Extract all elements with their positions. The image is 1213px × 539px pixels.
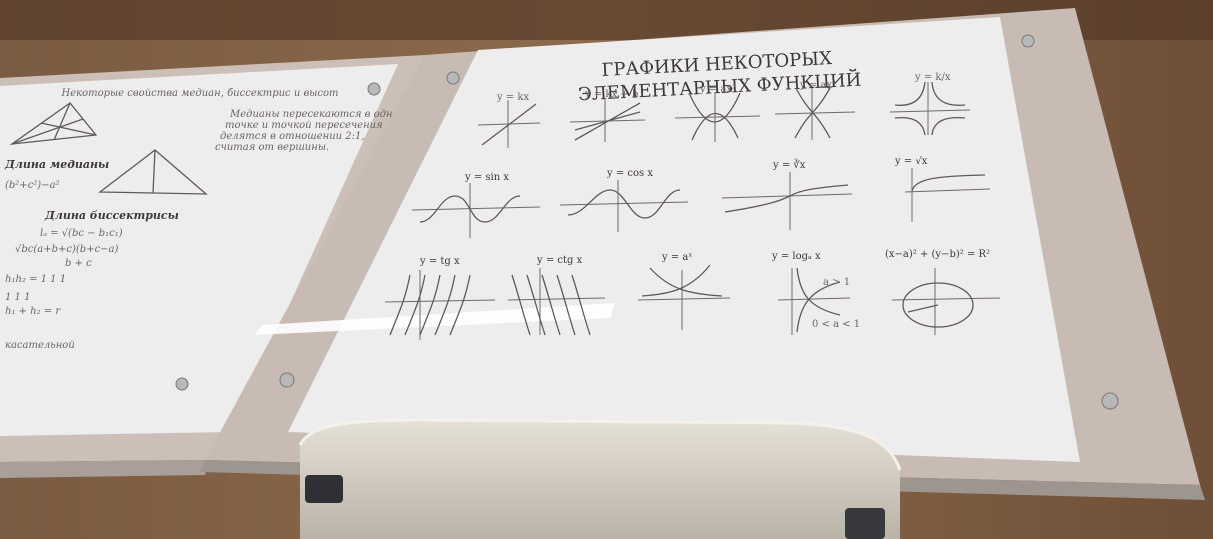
label-circle: (x−a)² + (y−b)² = R² [885, 249, 990, 260]
graph-ctg [507, 268, 606, 336]
graph-sin [411, 183, 541, 238]
bisector-formula: 1 1 1 [5, 292, 30, 303]
label-cos: y = cos x [606, 168, 653, 179]
graph-linear-shifted: y = kx + b [569, 89, 646, 142]
graph-parabola: y = ax² [674, 84, 761, 142]
graph-cos [559, 180, 689, 232]
right-panel: ГРАФИКИ НЕКОТОРЫХ ЭЛЕМЕНТАРНЫХ ФУНКЦИЙ y… [200, 8, 1205, 500]
label-tg: y = tg x [419, 256, 460, 267]
glass-glare [255, 303, 615, 335]
stand-latch [305, 475, 343, 503]
tangent-label: касательной [5, 340, 75, 351]
right-panel-screw [1021, 34, 1035, 48]
svg-text:y = ax³: y = ax³ [799, 80, 836, 91]
right-panel-screw [279, 372, 295, 388]
graph-cbrt [721, 172, 853, 230]
bisector-formula: h₁ + h₂ = r [5, 306, 61, 317]
graph-linear: y = kx [477, 92, 541, 148]
bisector-formula: b + c [65, 258, 92, 269]
median-formula: (b²+c²)−a² [5, 180, 60, 191]
median-text-line: делятся в отношении 2:1, [220, 131, 365, 142]
svg-text:y = ax²: y = ax² [699, 84, 736, 95]
stand-latch [845, 508, 885, 539]
label-cbrt: y = ∛x [772, 158, 806, 171]
label-exp: y = aˣ [661, 252, 693, 263]
right-panel-screw [1101, 392, 1119, 410]
right-panel-screw [446, 71, 460, 85]
left-panel-screw [175, 377, 189, 391]
graph-exp [637, 264, 731, 330]
graph-sqrt [904, 168, 991, 222]
left-panel-heading: Некоторые свойства медиан, биссектрис и … [60, 88, 338, 99]
graph-tg [384, 270, 496, 340]
bisector-formula: √bc(a+b+c)(b+c−a) [15, 244, 119, 255]
log-note-base-less: 0 < a < 1 [812, 319, 860, 330]
stand-device [298, 418, 902, 539]
median-length-label: Длина медианы [4, 158, 109, 171]
graph-cubic: y = ax³ [774, 80, 856, 140]
bisector-formula: lₐ = √(bc − b₁c₁) [40, 228, 123, 239]
bisector-length-label: Длина биссектрисы [44, 209, 179, 222]
median-length-triangle [98, 149, 208, 195]
svg-text:y = kx: y = kx [496, 92, 529, 103]
label-sin: y = sin x [464, 172, 509, 183]
median-triangle [9, 102, 98, 145]
graph-circle [891, 268, 1001, 335]
median-text-line: считая от вершины. [215, 142, 329, 153]
graph-log [777, 267, 851, 335]
label-sqrt: y = √x [894, 156, 928, 167]
graph-hyperbola: y = k/x [889, 72, 971, 136]
median-text-line: Медианы пересекаются в одной [229, 109, 405, 120]
label-ctg: y = ctg x [536, 255, 583, 266]
log-note-base-greater: a > 1 [823, 277, 850, 288]
svg-text:y = kx + b: y = kx + b [584, 89, 638, 100]
left-panel-screw [367, 82, 381, 96]
bisector-formula: h₁h₂ = 1 1 1 [5, 274, 66, 285]
label-log: y = logₐ x [771, 251, 821, 262]
svg-text:y = k/x: y = k/x [914, 72, 951, 83]
median-text-line: точке и точкой пересечения [225, 120, 383, 131]
left-panel: Некоторые свойства медиан, биссектрис и … [0, 55, 425, 478]
